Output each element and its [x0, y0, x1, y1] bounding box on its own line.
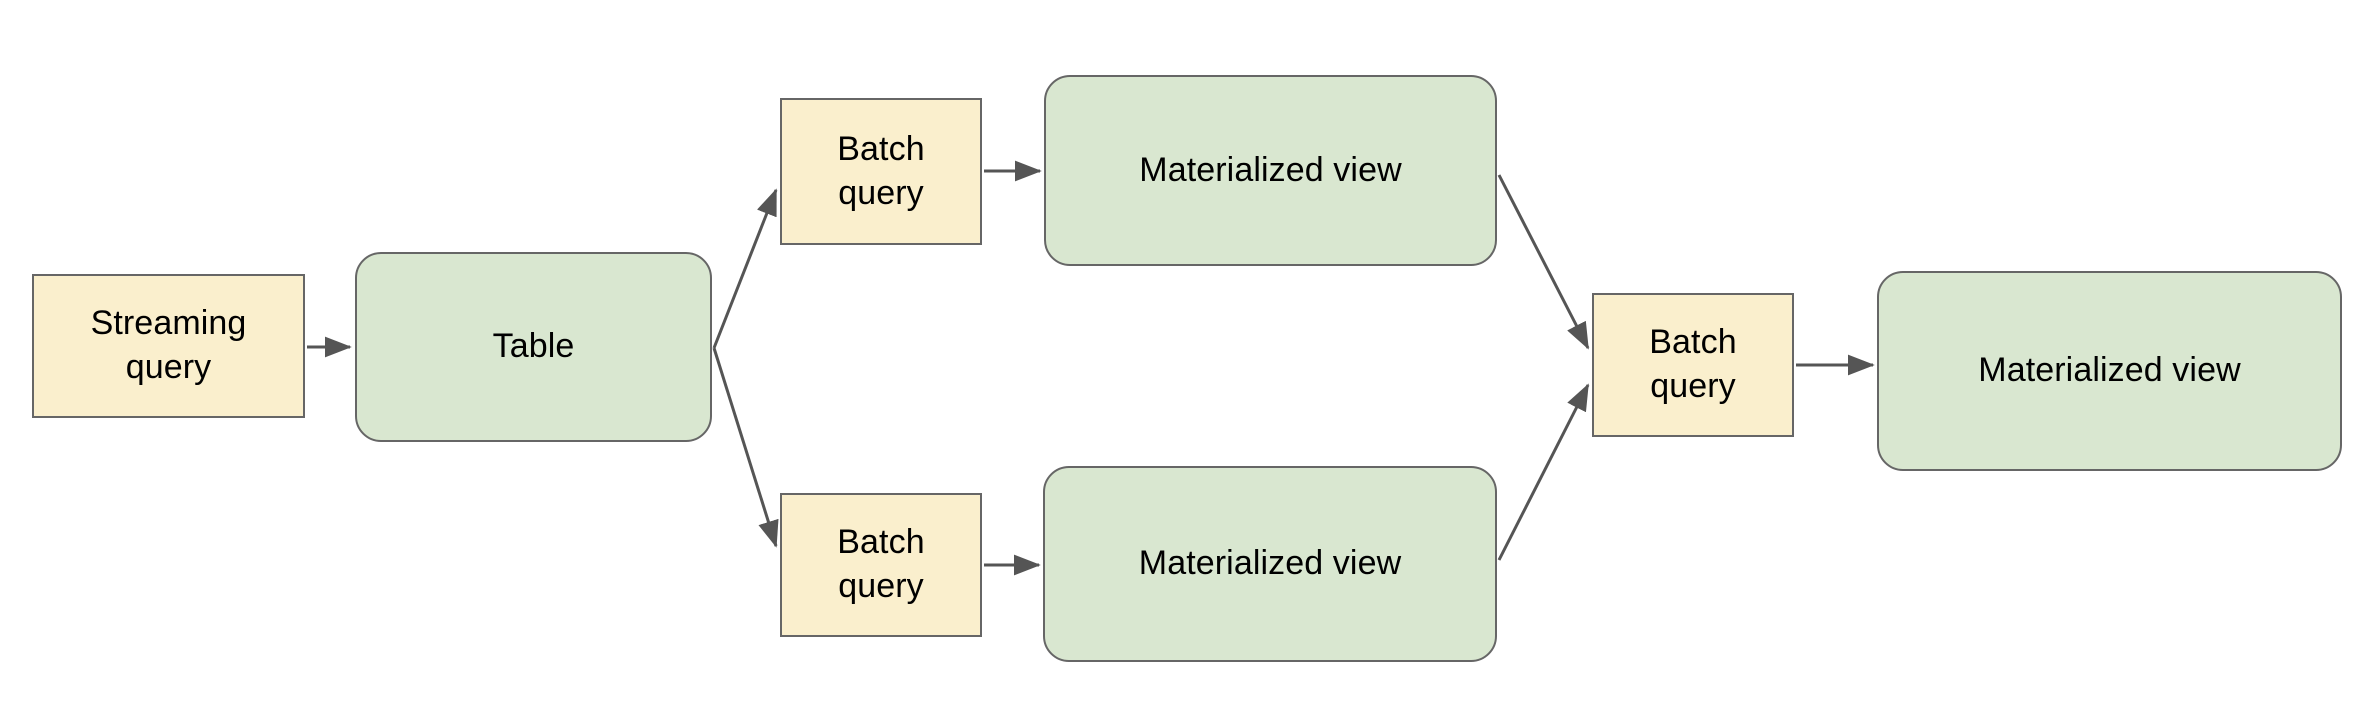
node-batch-query-merge[interactable]: Batch query	[1592, 293, 1794, 437]
node-batch-query-top-label: Batch query	[837, 129, 925, 212]
node-batch-query-merge-label: Batch query	[1649, 323, 1737, 405]
node-materialized-view-final-label: Materialized view	[1978, 351, 2241, 390]
node-batch-query-top[interactable]: Batch query	[780, 98, 982, 245]
edge-materialized-view-top-to-batch-query-merge	[1497, 174, 1590, 350]
node-batch-query-bottom[interactable]: Batch query	[780, 493, 982, 637]
edge-table-to-batch-query-top	[712, 188, 778, 349]
node-materialized-view-top[interactable]: Materialized view	[1044, 75, 1497, 266]
node-streaming-query-label: Streaming query	[90, 304, 247, 386]
node-materialized-view-final[interactable]: Materialized view	[1877, 271, 2342, 471]
edge-materialized-view-bottom-to-batch-query-merge	[1497, 383, 1590, 561]
node-batch-query-bottom-label: Batch query	[837, 523, 925, 605]
node-streaming-query[interactable]: Streaming query	[32, 274, 305, 418]
edge-table-to-batch-query-bottom	[712, 347, 779, 548]
node-table[interactable]: Table	[355, 252, 712, 442]
node-materialized-view-bottom-label: Materialized view	[1138, 544, 1402, 583]
node-table-label: Table	[492, 327, 575, 366]
node-materialized-view-bottom[interactable]: Materialized view	[1043, 466, 1497, 662]
node-materialized-view-top-label: Materialized view	[1139, 150, 1402, 189]
